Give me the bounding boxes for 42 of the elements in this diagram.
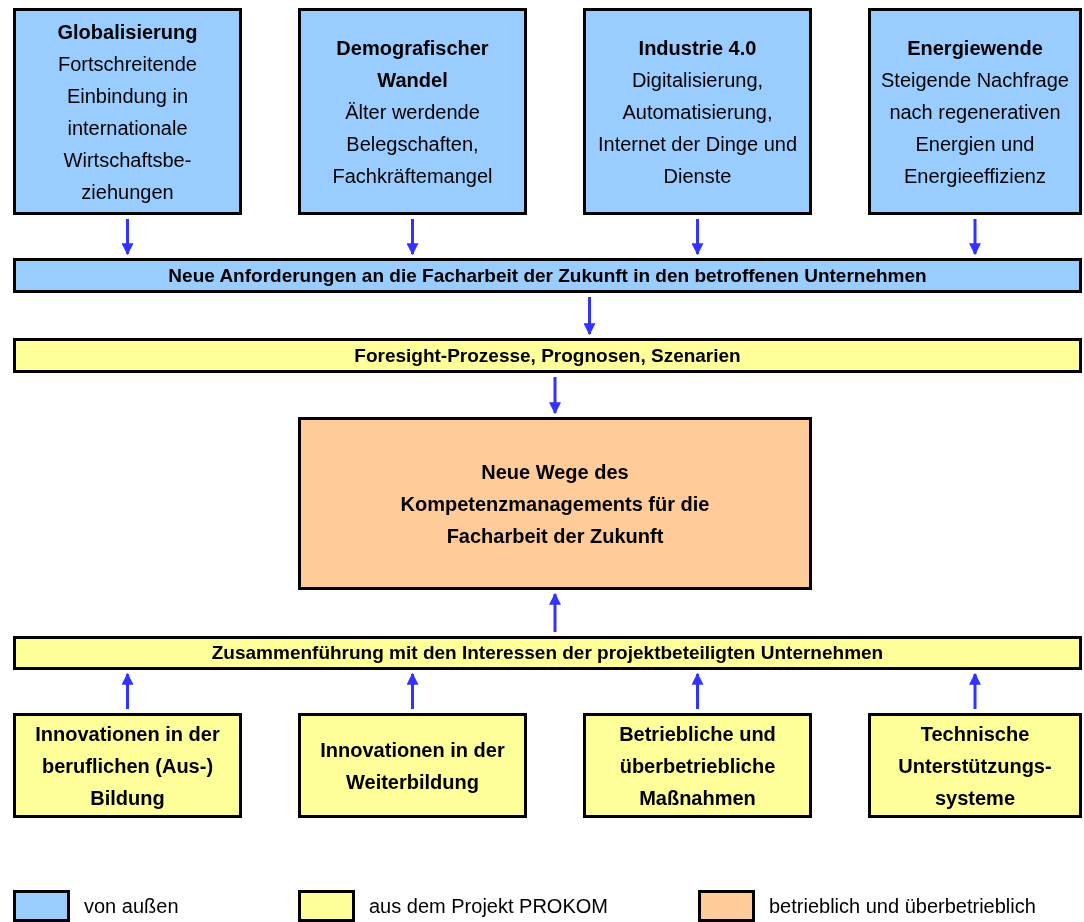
measure-box xyxy=(583,713,812,818)
arrow xyxy=(969,672,981,709)
measure-box xyxy=(868,713,1082,818)
legend-label: aus dem Projekt PROKOM xyxy=(369,894,608,919)
band-label: Neue Anforderungen an die Facharbeit der Zukunft in den betroffenen Unternehmen xyxy=(168,263,927,288)
arrow xyxy=(406,672,419,709)
box-label: Innovationen in der Weiterbildung xyxy=(319,737,506,795)
measure-box xyxy=(13,713,242,818)
arrow xyxy=(406,219,419,256)
box-heading: Demografischer Wandel xyxy=(335,35,490,93)
influence-box xyxy=(13,8,242,215)
process-band xyxy=(13,636,1082,670)
arrow xyxy=(691,672,704,709)
box-label: Neue Wege des Kompetenzmanagements für die Facharbeit der Zukunft xyxy=(399,459,711,549)
legend-label: betrieblich und überbetrieblich xyxy=(769,894,1036,919)
box-label: Betriebliche und überbetriebliche Maßnahmen xyxy=(618,721,777,811)
arrow xyxy=(969,219,981,256)
measure-box xyxy=(298,713,527,818)
arrow xyxy=(121,672,134,709)
central-box xyxy=(298,417,812,590)
arrow xyxy=(549,592,561,632)
box-heading: Energiewende xyxy=(907,35,1043,61)
legend-label: von außen xyxy=(84,894,179,919)
arrow xyxy=(121,219,134,256)
box-description: Fortschreitende Einbindung in internationale Wirtschaftsbe-ziehungen xyxy=(57,51,198,205)
box-label: Innovationen in der beruflichen (Aus-) Bildung xyxy=(34,721,221,811)
box-label: Technische Unterstützungs-systeme xyxy=(897,721,1053,811)
band-label: Foresight-Prozesse, Prognosen, Szenarien xyxy=(354,343,741,368)
band-label: Zusammenführung mit den Interessen der projektbeteiligten Unternehmen xyxy=(211,641,884,665)
process-band xyxy=(13,258,1082,293)
box-description: Steigende Nachfrage nach regenerativen Energien und Energieeffizienz xyxy=(880,67,1070,189)
process-band xyxy=(13,338,1082,373)
influence-box xyxy=(583,8,812,215)
arrow xyxy=(583,297,596,336)
box-heading: Globalisierung xyxy=(57,19,198,45)
box-heading: Industrie 4.0 xyxy=(638,35,757,61)
arrow xyxy=(549,377,561,415)
box-description: Digitalisierung, Automatisierung, Internet der Dinge und Dienste xyxy=(597,67,798,189)
arrow xyxy=(691,219,704,256)
box-description: Älter werdende Belegschaften, Fachkräftemangel xyxy=(331,99,494,189)
influence-box xyxy=(298,8,527,215)
influence-box xyxy=(868,8,1082,215)
